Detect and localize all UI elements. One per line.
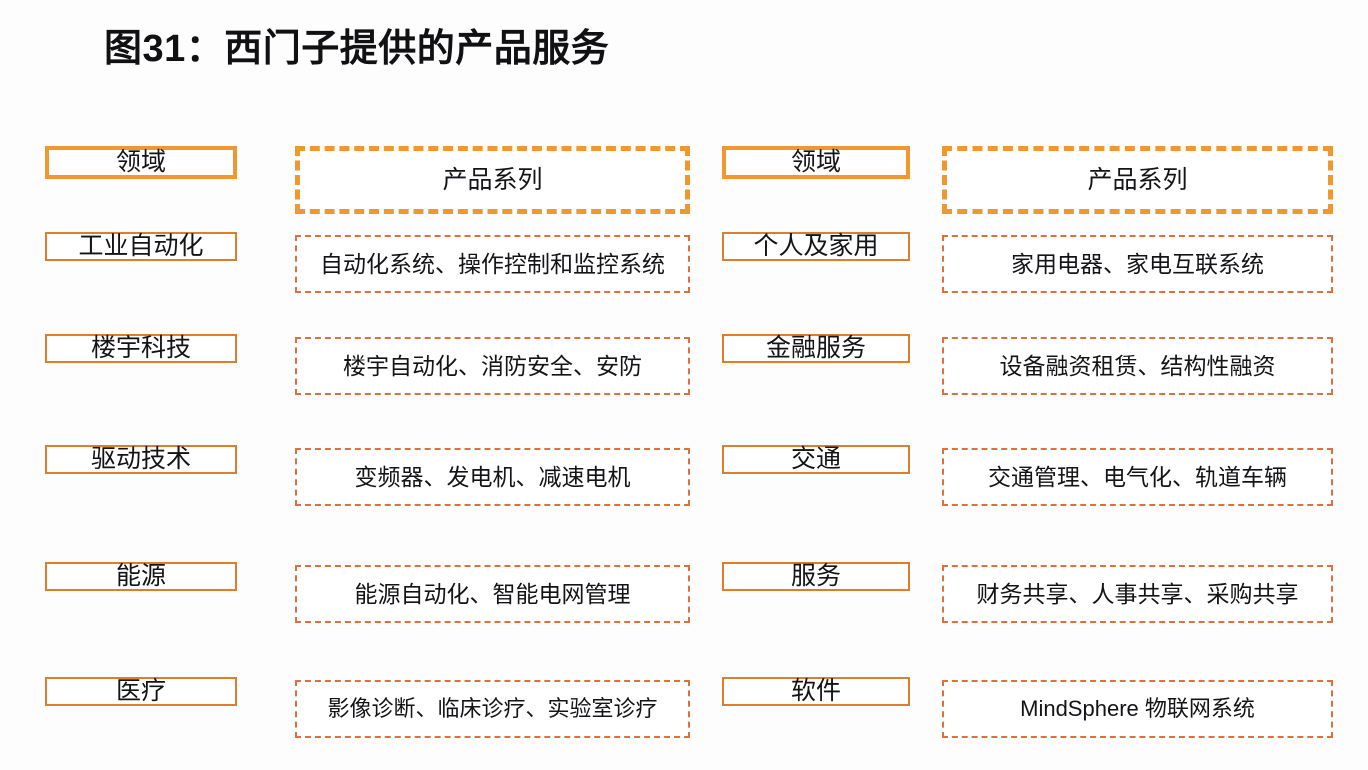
header-domain-label: 领域 — [790, 148, 841, 176]
table-row: 能源 能源自动化、智能电网管理 — [45, 562, 690, 626]
product-cell: 影像诊断、临床诊疗、实验室诊疗 — [295, 680, 690, 738]
domain-label: 软件 — [790, 677, 841, 705]
page-title: 图31：西门子提供的产品服务 — [104, 28, 610, 70]
right-panel: 领域 产品系列 个人及家用 家用电器、家电互联系统 金融服务 设备融资租赁、结构… — [722, 132, 1333, 770]
table-header-row: 领域 产品系列 — [45, 146, 690, 214]
domain-cell: 交通 — [722, 445, 910, 474]
product-cell: 变频器、发电机、减速电机 — [295, 448, 690, 506]
product-cell: 设备融资租赁、结构性融资 — [942, 337, 1333, 395]
header-product-label: 产品系列 — [442, 165, 543, 194]
product-label: 楼宇自动化、消防安全、安防 — [343, 352, 642, 379]
table-row: 金融服务 设备融资租赁、结构性融资 — [722, 334, 1333, 398]
domain-cell: 驱动技术 — [45, 445, 237, 474]
domain-label: 个人及家用 — [753, 232, 879, 260]
header-cell-product: 产品系列 — [942, 146, 1333, 214]
header-cell-domain: 领域 — [45, 146, 237, 179]
domain-cell: 楼宇科技 — [45, 334, 237, 363]
product-label: 能源自动化、智能电网管理 — [354, 580, 631, 607]
domain-cell: 服务 — [722, 562, 910, 591]
product-cell: 交通管理、电气化、轨道车辆 — [942, 448, 1333, 506]
table-row: 软件 MindSphere 物联网系统 — [722, 677, 1333, 741]
product-label: 家用电器、家电互联系统 — [1011, 250, 1264, 277]
domain-cell: 个人及家用 — [722, 232, 910, 261]
product-cell: 家用电器、家电互联系统 — [942, 235, 1333, 293]
domain-cell: 金融服务 — [722, 334, 910, 363]
table-row: 服务 财务共享、人事共享、采购共享 — [722, 562, 1333, 626]
product-label: 设备融资租赁、结构性融资 — [999, 352, 1276, 379]
table-row: 个人及家用 家用电器、家电互联系统 — [722, 232, 1333, 296]
product-label: 交通管理、电气化、轨道车辆 — [988, 463, 1287, 490]
domain-cell: 工业自动化 — [45, 232, 237, 261]
domain-cell: 医疗 — [45, 677, 237, 706]
product-label: 自动化系统、操作控制和监控系统 — [320, 250, 665, 277]
domain-cell: 软件 — [722, 677, 910, 706]
domain-label: 金融服务 — [765, 334, 866, 362]
table-row: 工业自动化 自动化系统、操作控制和监控系统 — [45, 232, 690, 296]
domain-label: 驱动技术 — [90, 445, 191, 473]
table-row: 医疗 影像诊断、临床诊疗、实验室诊疗 — [45, 677, 690, 741]
left-panel: 领域 产品系列 工业自动化 自动化系统、操作控制和监控系统 楼宇科技 楼宇自动化… — [45, 132, 690, 770]
domain-label: 服务 — [790, 562, 841, 590]
product-cell: MindSphere 物联网系统 — [942, 680, 1333, 738]
domain-label: 能源 — [115, 562, 166, 590]
product-cell: 自动化系统、操作控制和监控系统 — [295, 235, 690, 293]
table-row: 驱动技术 变频器、发电机、减速电机 — [45, 445, 690, 509]
domain-cell: 能源 — [45, 562, 237, 591]
product-service-table: 领域 产品系列 工业自动化 自动化系统、操作控制和监控系统 楼宇科技 楼宇自动化… — [0, 132, 1368, 770]
header-cell-product: 产品系列 — [295, 146, 690, 214]
domain-label: 交通 — [790, 445, 841, 473]
table-header-row: 领域 产品系列 — [722, 146, 1333, 214]
header-cell-domain: 领域 — [722, 146, 910, 179]
domain-label: 医疗 — [115, 677, 166, 705]
product-label: 财务共享、人事共享、采购共享 — [976, 580, 1299, 607]
domain-label: 工业自动化 — [78, 232, 204, 260]
product-cell: 楼宇自动化、消防安全、安防 — [295, 337, 690, 395]
product-cell: 财务共享、人事共享、采购共享 — [942, 565, 1333, 623]
header-product-label: 产品系列 — [1087, 165, 1188, 194]
domain-label: 楼宇科技 — [90, 334, 191, 362]
product-label: 变频器、发电机、减速电机 — [354, 463, 631, 490]
product-label: MindSphere 物联网系统 — [1020, 696, 1255, 721]
table-row: 楼宇科技 楼宇自动化、消防安全、安防 — [45, 334, 690, 398]
header-domain-label: 领域 — [115, 148, 166, 176]
product-cell: 能源自动化、智能电网管理 — [295, 565, 690, 623]
product-label: 影像诊断、临床诊疗、实验室诊疗 — [327, 696, 658, 721]
table-row: 交通 交通管理、电气化、轨道车辆 — [722, 445, 1333, 509]
